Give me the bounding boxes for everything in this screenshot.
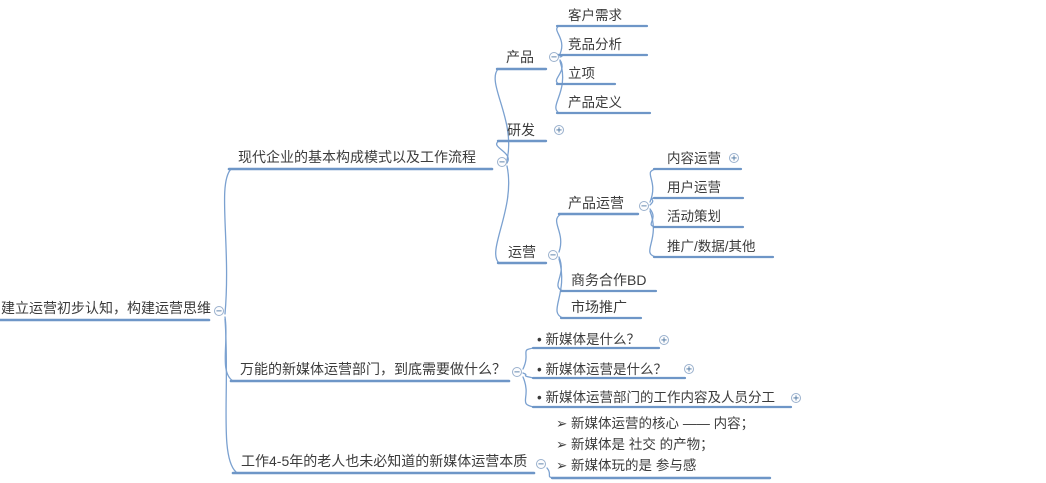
node-customer-needs[interactable]: 客户需求: [568, 8, 622, 23]
essence-point: ➢ 新媒体玩的是 参与感: [556, 458, 697, 473]
node-what-is-newmedia-operations[interactable]: • 新媒体运营是什么？: [537, 362, 667, 377]
essence-point: ➢ 新媒体是 社交 的产物；: [556, 437, 714, 452]
node-product[interactable]: 产品: [506, 49, 534, 65]
collapse-icon[interactable]: −: [536, 459, 546, 469]
node-activity-planning[interactable]: 活动策划: [667, 209, 721, 224]
node-newmedia-dept-work-division[interactable]: • 新媒体运营部门的工作内容及人员分工: [537, 390, 775, 405]
node-root[interactable]: 建立运营初步认知，构建运营思维: [1, 300, 211, 316]
expand-icon[interactable]: +: [554, 125, 564, 135]
node-what-is-newmedia[interactable]: • 新媒体是什么？: [537, 332, 640, 347]
expand-icon[interactable]: +: [791, 393, 801, 403]
collapse-icon[interactable]: −: [548, 250, 558, 260]
collapse-icon[interactable]: −: [639, 201, 649, 211]
node-project-initiation[interactable]: 立项: [568, 66, 595, 81]
expand-icon[interactable]: +: [684, 364, 694, 374]
node-market-promotion[interactable]: 市场推广: [571, 299, 627, 315]
collapse-icon[interactable]: −: [549, 52, 559, 62]
collapse-icon[interactable]: −: [214, 306, 224, 316]
expand-icon[interactable]: +: [659, 335, 669, 345]
node-enterprise-structure[interactable]: 现代企业的基本构成模式以及工作流程: [238, 149, 476, 165]
node-competitor-analysis[interactable]: 竞品分析: [568, 37, 622, 52]
node-operations[interactable]: 运营: [508, 244, 536, 260]
node-user-operations[interactable]: 用户运营: [667, 180, 721, 195]
node-content-operations[interactable]: 内容运营: [667, 151, 721, 166]
node-product-definition[interactable]: 产品定义: [568, 95, 622, 110]
node-newmedia-essence-points[interactable]: ➢ 新媒体运营的核心 —— 内容； ➢ 新媒体是 社交 的产物； ➢ 新媒体玩的…: [556, 413, 754, 476]
collapse-icon[interactable]: −: [497, 157, 507, 167]
essence-point: ➢ 新媒体运营的核心 —— 内容；: [556, 416, 755, 431]
node-business-cooperation-bd[interactable]: 商务合作BD: [571, 272, 647, 288]
node-newmedia-essence[interactable]: 工作4-5年的老人也未必知道的新媒体运营本质: [241, 453, 528, 469]
expand-icon[interactable]: +: [729, 153, 739, 163]
node-promotion-data-other[interactable]: 推广/数据/其他: [667, 239, 756, 254]
node-rnd[interactable]: 研发: [507, 122, 535, 138]
node-product-operations[interactable]: 产品运营: [568, 195, 624, 211]
collapse-icon[interactable]: −: [512, 367, 522, 377]
node-newmedia-department-duties[interactable]: 万能的新媒体运营部门，到底需要做什么？: [240, 361, 506, 377]
